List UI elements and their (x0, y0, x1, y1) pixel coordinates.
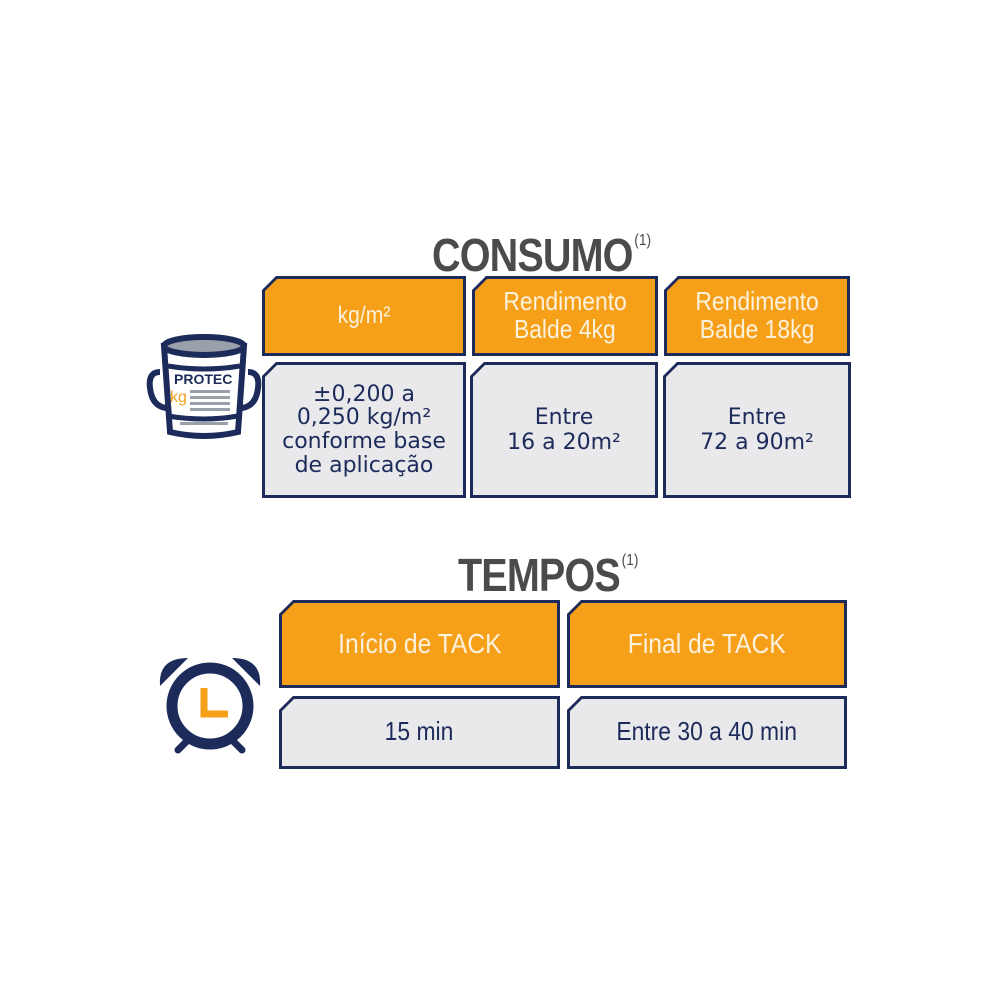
value-line: ±0,200 a (313, 381, 415, 407)
tempos-title: TEMPOS(1) (458, 548, 638, 602)
bucket-brand: PROTEC (174, 371, 232, 387)
value-line: Entre (727, 404, 787, 430)
value-line: 72 a 90m² (700, 430, 814, 455)
bucket-unit: kg (170, 389, 187, 406)
consumo-value-kg-m2: ±0,200 a 0,250 kg/m² conforme base de ap… (262, 362, 466, 498)
header-label-line1: Rendimento (503, 285, 627, 316)
tempos-header-inicio-tack: Início de TACK (279, 600, 560, 688)
header-label-line2: Balde 18kg (699, 314, 815, 344)
header-label: Final de TACK (628, 628, 786, 660)
consumo-title-text: CONSUMO (432, 229, 633, 281)
value-line: Entre (534, 404, 594, 430)
consumo-header-kg-m2: kg/m² (262, 276, 466, 356)
tempos-value-inicio-tack: 15 min (279, 696, 560, 769)
tempos-value-final-tack: Entre 30 a 40 min (567, 696, 847, 769)
value-line: conforme base (282, 429, 446, 454)
consumo-value-balde-4kg: Entre 16 a 20m² (470, 362, 658, 498)
consumo-footnote: (1) (634, 232, 652, 249)
consumo-header-balde-4kg: Rendimento Balde 4kg (472, 276, 658, 356)
value-line: de aplicação (294, 452, 434, 478)
header-label-line1: Rendimento (695, 285, 819, 316)
consumo-header-balde-18kg: Rendimento Balde 18kg (664, 276, 850, 356)
paint-bucket-icon: PROTEC kg (146, 334, 262, 439)
alarm-clock-icon (159, 658, 261, 754)
consumo-value-balde-18kg: Entre 72 a 90m² (663, 362, 851, 498)
value-line: 16 a 20m² (507, 430, 621, 455)
tempos-footnote: (1) (621, 552, 639, 569)
value-text: 15 min (385, 716, 454, 747)
value-line: 0,250 kg/m² (296, 405, 432, 431)
header-label-line2: Balde 4kg (514, 314, 616, 344)
value-text: Entre 30 a 40 min (616, 716, 798, 747)
header-label: Início de TACK (337, 628, 502, 660)
header-label: kg/m² (337, 302, 391, 330)
tempos-title-text: TEMPOS (458, 549, 621, 601)
tempos-header-final-tack: Final de TACK (567, 600, 847, 688)
consumo-title: CONSUMO(1) (432, 228, 651, 282)
